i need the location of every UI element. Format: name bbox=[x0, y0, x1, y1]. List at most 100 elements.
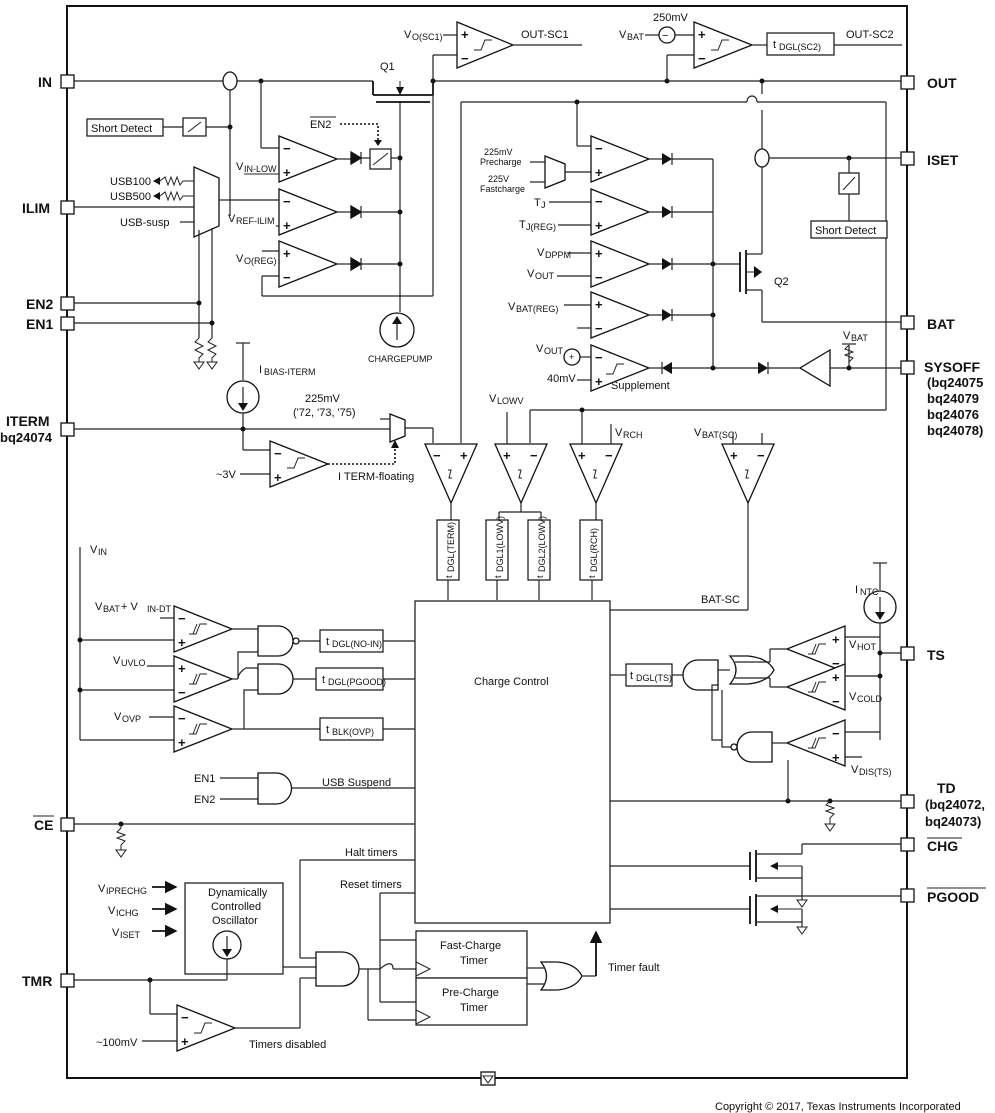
svg-text:V: V bbox=[114, 711, 122, 723]
svg-text:−: − bbox=[181, 1010, 189, 1025]
svg-text:USB-susp: USB-susp bbox=[120, 217, 170, 229]
svg-text:t: t bbox=[630, 670, 633, 682]
svg-text:Fastcharge: Fastcharge bbox=[480, 184, 525, 194]
svg-text:V: V bbox=[527, 268, 535, 280]
svg-text:225mV: 225mV bbox=[305, 393, 341, 405]
svg-text:−: − bbox=[595, 270, 603, 285]
svg-text:IPRECHG: IPRECHG bbox=[106, 886, 147, 896]
oscillator-block bbox=[184, 882, 284, 975]
svg-text:V: V bbox=[843, 330, 851, 342]
svg-text:+: + bbox=[595, 165, 603, 180]
svg-text:J(REG): J(REG) bbox=[526, 222, 556, 232]
svg-text:DGL1(LOWV): DGL1(LOWV) bbox=[495, 516, 505, 572]
svg-text:Halt timers: Halt timers bbox=[345, 847, 398, 859]
svg-text:V: V bbox=[615, 427, 623, 439]
detector-rch: + − V RCH t DGL(RCH) bbox=[569, 407, 643, 600]
svg-text:EN1: EN1 bbox=[194, 773, 215, 785]
svg-text:BAT: BAT bbox=[103, 604, 120, 614]
svg-text:t: t bbox=[587, 575, 597, 578]
svg-text:V: V bbox=[404, 29, 412, 41]
svg-text:−: − bbox=[757, 448, 765, 463]
svg-text:('72, '73, '75): ('72, '73, '75) bbox=[293, 407, 356, 419]
pin-td: TD bbox=[937, 780, 956, 796]
pin-pgood: PGOOD bbox=[927, 889, 979, 905]
svg-text:DGL2(LOWV): DGL2(LOWV) bbox=[537, 516, 547, 572]
ts-section: I NTC + − V HOT + − V COLD − + V DIS(TS)… bbox=[610, 562, 901, 777]
svg-text:−: − bbox=[530, 448, 538, 463]
timers-area: Halt timers Reset timers Dynamically Con… bbox=[74, 847, 660, 1052]
pin-td-note1: (bq24072, bbox=[925, 797, 985, 812]
svg-text:DGL(SC2): DGL(SC2) bbox=[779, 42, 821, 52]
svg-text:t: t bbox=[322, 674, 325, 686]
svg-text:EN2: EN2 bbox=[194, 794, 215, 806]
svg-text:Timers disabled: Timers disabled bbox=[249, 1039, 326, 1051]
short-detect-right bbox=[810, 220, 888, 239]
svg-text:−: − bbox=[461, 51, 469, 66]
svg-text:+: + bbox=[730, 448, 738, 463]
pin-iterm: ITERM bbox=[6, 413, 50, 429]
svg-text:+: + bbox=[832, 632, 840, 647]
svg-text:I: I bbox=[855, 584, 858, 596]
svg-text:V: V bbox=[236, 253, 244, 265]
svg-text:USB Suspend: USB Suspend bbox=[322, 777, 391, 789]
sysoff-path: V BAT bbox=[758, 330, 901, 388]
svg-text:t: t bbox=[326, 724, 329, 736]
svg-text:OUT: OUT bbox=[544, 346, 564, 356]
svg-text:BAT-SC: BAT-SC bbox=[701, 594, 740, 606]
detector-bat-sc: + − V BAT(SC) BAT-SC bbox=[610, 427, 775, 611]
svg-text:−: − bbox=[662, 30, 668, 42]
svg-text:T: T bbox=[534, 197, 541, 209]
svg-text:−: − bbox=[274, 446, 282, 461]
detector-lowv: + − V LOWV t DGL1(LOWV) t DGL2(LOWV) bbox=[485, 393, 551, 600]
svg-text:V: V bbox=[95, 601, 103, 613]
comparator-vbat-reg: + − V BAT(REG) bbox=[508, 291, 716, 339]
svg-text:UVLO: UVLO bbox=[121, 658, 146, 668]
svg-text:Oscillator: Oscillator bbox=[212, 915, 258, 927]
svg-text:DGL(TS): DGL(TS) bbox=[636, 673, 672, 683]
svg-text:V: V bbox=[851, 764, 859, 776]
comparator-iset: − + bbox=[590, 135, 713, 183]
svg-text:BAT: BAT bbox=[627, 32, 644, 42]
svg-text:225V: 225V bbox=[488, 174, 509, 184]
svg-text:Timer: Timer bbox=[460, 1002, 488, 1014]
svg-text:+: + bbox=[569, 352, 574, 362]
svg-text:+: + bbox=[178, 635, 186, 650]
pin-ts: TS bbox=[927, 647, 945, 663]
svg-text:−: − bbox=[283, 141, 291, 156]
svg-text:DGL(RCH): DGL(RCH) bbox=[589, 528, 599, 572]
svg-text:LOWV: LOWV bbox=[497, 396, 524, 406]
pin-en1: EN1 bbox=[26, 316, 53, 332]
svg-text:Fast-Charge: Fast-Charge bbox=[440, 940, 501, 952]
pins-left: IN ILIM EN2 EN1 ITERM bq24074 CE TMR bbox=[0, 74, 75, 989]
status-gates: t DGL(NO-IN) t DGL(PGOOD) t BLK(OVP) bbox=[232, 625, 415, 741]
svg-text:O(SC1): O(SC1) bbox=[412, 32, 443, 42]
svg-text:Short Detect: Short Detect bbox=[815, 225, 876, 237]
svg-text:−: − bbox=[595, 321, 603, 336]
svg-text:USB500: USB500 bbox=[110, 191, 151, 203]
q2: Q2 bbox=[739, 250, 901, 323]
svg-text:Pre-Charge: Pre-Charge bbox=[442, 987, 499, 999]
svg-text:EN2: EN2 bbox=[310, 119, 331, 131]
pin-sysoff-note4: bq24078) bbox=[927, 423, 983, 438]
svg-text:−: − bbox=[698, 51, 706, 66]
pin-out: OUT bbox=[927, 75, 957, 91]
svg-text:−: − bbox=[832, 726, 840, 741]
svg-text:BAT(SC): BAT(SC) bbox=[702, 430, 737, 440]
fast-charge-timer bbox=[415, 930, 528, 979]
comparator-tj: − + T J T J(REG) bbox=[519, 188, 713, 236]
svg-text:BAT: BAT bbox=[851, 333, 868, 343]
pin-sysoff-note3: bq24076 bbox=[927, 407, 979, 422]
svg-text:−: − bbox=[178, 711, 186, 726]
pin-iset: ISET bbox=[927, 152, 959, 168]
svg-text:OVP: OVP bbox=[122, 714, 141, 724]
ilim-mux: USB100 USB500 USB-susp bbox=[74, 166, 230, 370]
svg-text:BIAS-ITERM: BIAS-ITERM bbox=[264, 367, 316, 377]
pin-ilim: ILIM bbox=[22, 200, 50, 216]
vin-monitors: V IN V BAT + V IN-DT − + V UVLO + − V OV… bbox=[77, 544, 234, 753]
copyright: Copyright © 2017, Texas Instruments Inco… bbox=[715, 1101, 961, 1113]
svg-text:−: − bbox=[178, 685, 186, 700]
svg-text:V: V bbox=[236, 161, 244, 173]
svg-text:+ V: + V bbox=[121, 601, 138, 613]
svg-text:DGL(PGOOD): DGL(PGOOD) bbox=[328, 677, 386, 687]
